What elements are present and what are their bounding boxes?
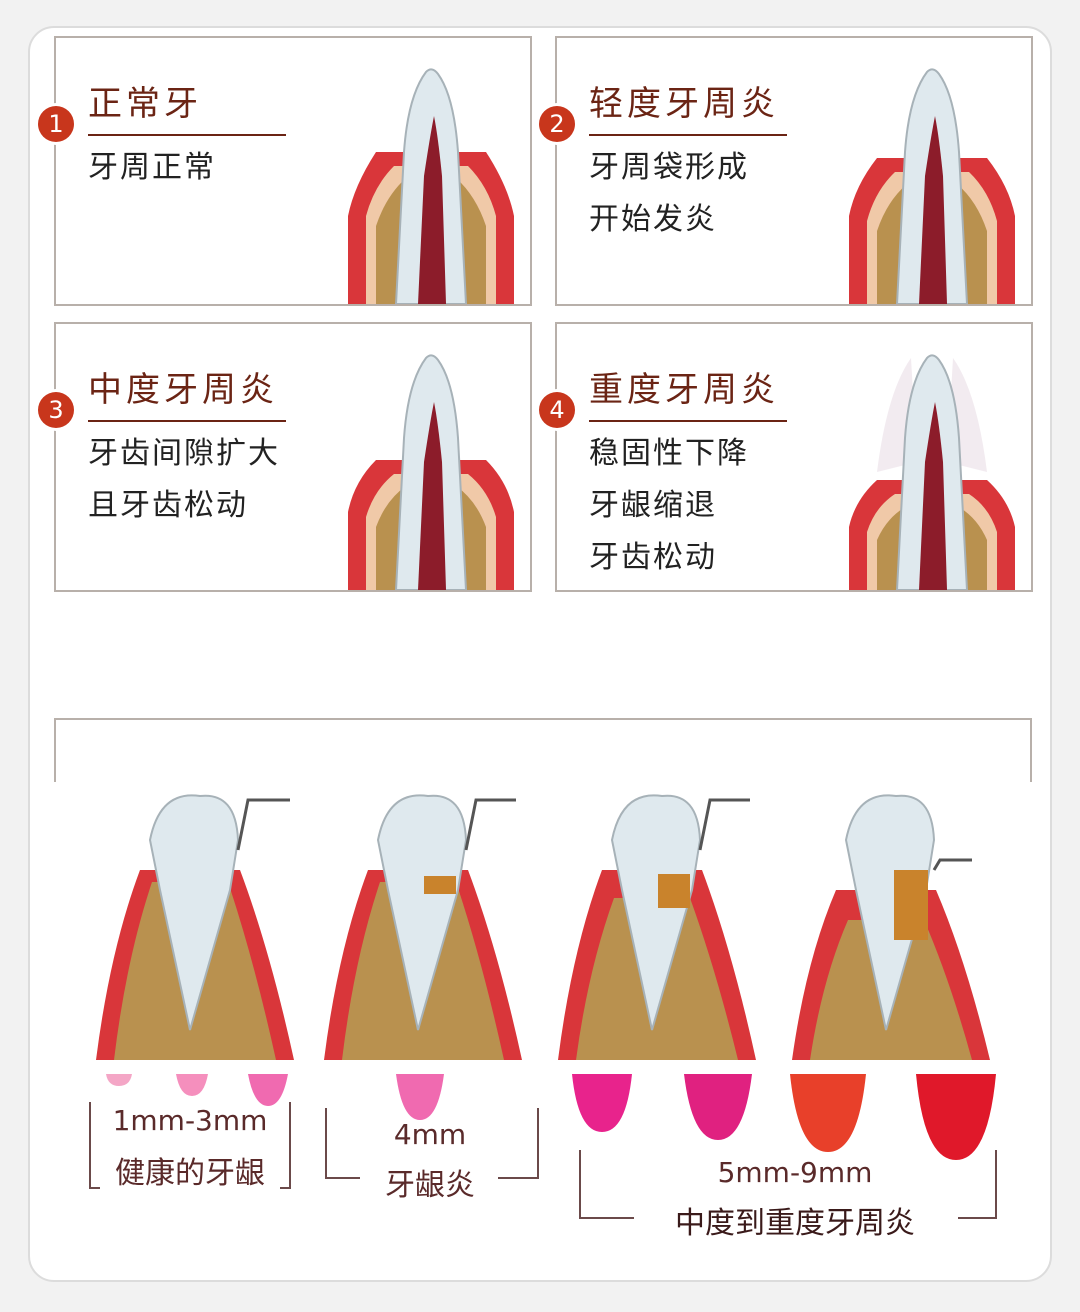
stage-panel-1: 1 正常牙 牙周正常 [38,36,532,306]
pocket-drop [684,1074,752,1140]
tooth-cross-section-severe [849,354,1015,590]
stage-panel-4: 4 重度牙周炎 稳固性下降 牙龈缩退 牙齿松动 [539,322,1033,592]
gum-depth-gingivitis: 4mm [393,1118,467,1151]
stage-title: 正常牙 [88,84,202,124]
stage-description: 牙周正常 [88,150,216,185]
stage-description: 稳固性下降 [589,436,749,471]
tooth-healthy [96,794,294,1060]
title-underline [88,134,286,136]
stage-title: 中度牙周炎 [88,370,278,410]
title-underline [88,420,286,422]
stage-number-badge: 2 [539,106,575,142]
pocket-drop [176,1074,208,1096]
stage-title: 重度牙周炎 [589,370,779,410]
gum-depth-healthy: 1mm-3mm [112,1104,268,1137]
pocket-drop [916,1074,996,1160]
pocket-drop [106,1074,132,1086]
stage-description: 开始发炎 [589,202,717,237]
pocket-drop [790,1074,866,1152]
stage-description: 牙齿松动 [589,540,717,575]
title-underline [589,420,787,422]
stage-number-badge: 3 [38,392,74,428]
stage-description: 牙周袋形成 [589,150,749,185]
stage-panel-2: 2 轻度牙周炎 牙周袋形成 开始发炎 [539,36,1033,306]
gum-label-healthy: 健康的牙龈 [115,1156,265,1191]
stage-description: 且牙齿松动 [88,488,248,523]
stage-title: 轻度牙周炎 [589,84,779,124]
tooth-cross-section-mild [849,68,1015,304]
stage-number-badge: 4 [539,392,575,428]
tooth-cross-section-normal [348,68,514,304]
tooth-moderate-periodontitis [558,794,756,1060]
gum-label-gingivitis: 牙龈炎 [385,1168,475,1203]
pocket-drop [248,1074,288,1106]
stage-description: 牙龈缩退 [589,488,717,523]
comparison-box [54,718,1032,782]
tooth-gingivitis [324,794,522,1060]
tooth-severe-periodontitis [792,794,990,1060]
pocket-drop [396,1074,444,1120]
stage-number-badge: 1 [38,106,74,142]
pocket-drop [572,1074,632,1132]
gum-depth-comparison-illustration [96,794,996,1160]
stage-description: 牙齿间隙扩大 [88,436,280,471]
stage-panel-3: 3 中度牙周炎 牙齿间隙扩大 且牙齿松动 [38,322,532,592]
tooth-cross-section-moderate [348,354,514,590]
title-underline [589,134,787,136]
gum-label-periodontitis: 中度到重度牙周炎 [675,1206,915,1241]
gum-depth-periodontitis: 5mm-9mm [717,1156,873,1189]
